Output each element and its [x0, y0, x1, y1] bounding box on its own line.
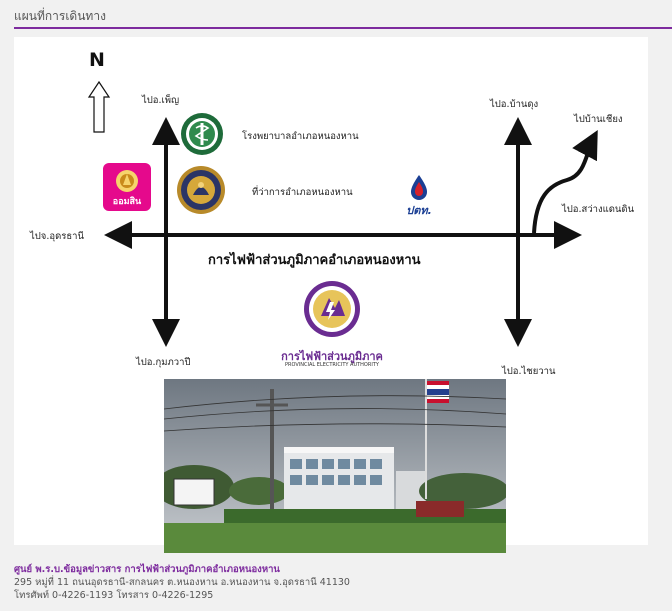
label-district-office: ที่ว่าการอำเภอหนองหาน — [252, 187, 353, 198]
map-card: N ไปอ.เพ็ญ ไปอ.กุมภวาปี ไปจ.อุดรธานี ไปอ… — [14, 37, 648, 553]
label-hospital: โรงพยาบาลอำเภอหนองหาน — [242, 131, 359, 142]
district-seal-icon — [177, 166, 225, 214]
gsb-bank-logo-icon: ออมสิน — [103, 163, 151, 211]
north-arrow-icon — [87, 80, 111, 133]
label-to-ban-dung: ไปอ.บ้านดุง — [490, 99, 539, 110]
label-to-kumphawapi: ไปอ.กุมภวาปี — [136, 357, 191, 368]
label-to-udon: ไปจ.อุดรธานี — [30, 231, 84, 242]
pea-logo-english: PROVINCIAL ELECTRICITY AUTHORITY — [285, 362, 379, 368]
pea-logo-icon — [304, 281, 360, 337]
north-label: N — [89, 49, 105, 71]
info-center-name: ศูนย์ พ.ร.บ.ข้อมูลข่าวสาร การไฟฟ้าส่วนภู… — [14, 564, 280, 575]
label-to-phen: ไปอ.เพ็ญ — [142, 95, 180, 106]
contact-info: ศูนย์ พ.ร.บ.ข้อมูลข่าวสาร การไฟฟ้าส่วนภู… — [14, 563, 350, 602]
office-building-image — [164, 379, 506, 553]
label-to-ban-chiang: ไปบ้านเชียง — [574, 114, 623, 125]
info-phone: โทรศัพท์ 0-4226-1193 โทรสาร 0-4226-1295 — [14, 590, 214, 601]
label-pea-nong-han: การไฟฟ้าส่วนภูมิภาคอำเภอหนองหาน — [208, 253, 421, 268]
road-map — [87, 80, 598, 347]
pea-office-photo — [164, 379, 506, 553]
pea-logo-name: การไฟฟ้าส่วนภูมิภาค — [281, 350, 383, 363]
road-to-ban-chiang — [532, 129, 598, 234]
ptt-logo-text: ปตท. — [406, 204, 432, 217]
hospital-logo-icon — [181, 113, 223, 155]
title-divider — [14, 27, 672, 29]
label-to-chai-wan: ไปอ.ไชยวาน — [502, 366, 556, 377]
label-to-sawang-daen-din: ไปอ.สว่างแดนดิน — [562, 204, 635, 215]
info-address: 295 หมู่ที่ 11 ถนนอุดรธานี-สกลนคร ต.หนอง… — [14, 577, 350, 588]
section-title: แผนที่การเดินทาง — [14, 9, 106, 23]
ptt-logo-icon: ปตท. — [399, 173, 439, 217]
gsb-logo-text: ออมสิน — [112, 197, 142, 207]
